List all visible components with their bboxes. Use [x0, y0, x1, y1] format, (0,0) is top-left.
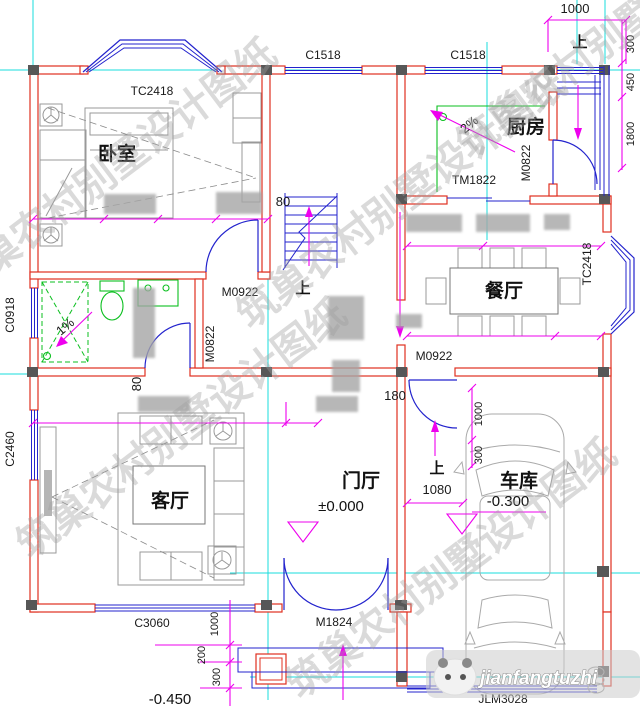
- label-m1824: M1824: [316, 615, 353, 629]
- dim-right-300: 300: [625, 35, 637, 53]
- label-up-stairs: 上: [295, 280, 310, 297]
- label-c1518-right: C1518: [450, 48, 486, 62]
- label-dining: 餐厅: [485, 279, 523, 302]
- level-garage: -0.300: [487, 493, 530, 510]
- censored-blocks: [104, 192, 570, 412]
- watermark-text: 筑巢农村别墅设计图纸: [449, 0, 640, 167]
- label-m0822-bath: M0822: [203, 325, 217, 362]
- label-bedroom: 卧室: [98, 142, 136, 165]
- dim-hall-1080: 1080: [423, 482, 452, 497]
- dim-bottom-200: 200: [196, 646, 208, 664]
- label-c1518-left: C1518: [305, 48, 341, 62]
- panda-ear-icon: [462, 658, 472, 668]
- dim-bottom-300: 300: [211, 668, 223, 686]
- panda-ear-icon: [438, 658, 448, 668]
- label-garage: 车库: [500, 469, 538, 492]
- label-tc2418-top: TC2418: [131, 84, 174, 98]
- label-m0922-bedroom: M0922: [222, 285, 259, 299]
- living-furniture: [39, 412, 245, 586]
- dim-right-1800: 1800: [625, 122, 637, 146]
- label-kitchen: 厨房: [507, 115, 545, 138]
- label-c0918: C0918: [3, 297, 17, 333]
- label-living: 客厅: [151, 489, 189, 512]
- label-c3060: C3060: [134, 616, 170, 630]
- dim-center-180: 180: [384, 388, 406, 403]
- label-tc2418-right: TC2418: [580, 242, 594, 285]
- panda-eye-icon: [445, 674, 451, 680]
- label-slope-bath: 1%: [53, 314, 77, 338]
- garage-car: [453, 413, 577, 695]
- dim-top-right-1000: 1000: [561, 1, 590, 16]
- dimension-lines: [28, 15, 631, 706]
- dim-bath-80: 80: [129, 377, 144, 391]
- panda-eye-icon: [460, 674, 466, 680]
- label-up-garage: 上: [429, 460, 444, 477]
- dim-garage-1000: 1000: [473, 402, 485, 426]
- brand-name: jianfangtuzhi: [477, 668, 598, 689]
- dim-stairs-80: 80: [276, 194, 290, 209]
- level-hall: ±0.000: [318, 498, 364, 515]
- label-m0822-kitchen: M0822: [519, 144, 533, 181]
- bedroom-furniture: [39, 92, 262, 247]
- dim-garage-300: 300: [473, 446, 485, 464]
- stairs: [282, 193, 338, 271]
- level-outdoor: -0.450: [149, 691, 192, 706]
- label-tm1822: TM1822: [452, 173, 496, 187]
- label-hall: 门厅: [342, 469, 380, 492]
- label-c2460: C2460: [3, 431, 17, 467]
- dim-right-450: 450: [625, 73, 637, 91]
- label-up-porch: 上: [572, 34, 587, 51]
- dining-furniture: [425, 247, 581, 337]
- brand-logo: jianfangtuzhi: [426, 650, 640, 698]
- label-m0922-dining: M0922: [416, 349, 453, 363]
- dim-bottom-1000: 1000: [209, 612, 221, 636]
